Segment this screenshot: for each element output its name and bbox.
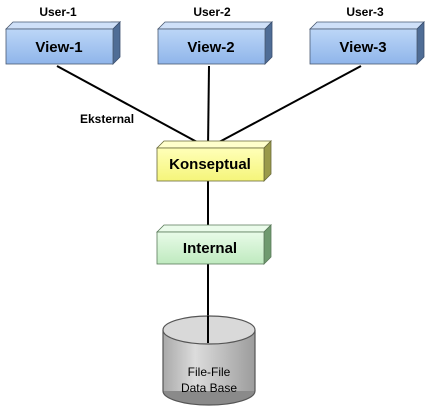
user-3-label: User-3 [346,5,384,19]
view-3-box: View-3 [309,21,425,65]
line-view3-konseptual [207,65,362,149]
user-1-label: User-1 [39,5,77,19]
view-2-label: View-2 [187,39,234,56]
view-2-box: View-2 [157,21,273,65]
view-1-label: View-1 [35,39,82,56]
internal-label: Internal [183,240,237,257]
user-2-label: User-2 [193,5,231,19]
view-3-label: View-3 [339,39,386,56]
database-label-line2: Data Base [181,381,237,395]
view-1-box: View-1 [5,21,121,65]
line-view2-konseptual [207,65,210,149]
konseptual-box: Konseptual [156,140,272,182]
eksternal-label: Eksternal [80,112,134,126]
line-view1-konseptual [56,65,209,149]
database-label-line1: File-File [188,365,231,379]
konseptual-label: Konseptual [169,156,251,173]
internal-box: Internal [156,224,272,265]
database-cylinder: File-File Data Base [162,315,256,406]
connector-lines [56,65,362,340]
